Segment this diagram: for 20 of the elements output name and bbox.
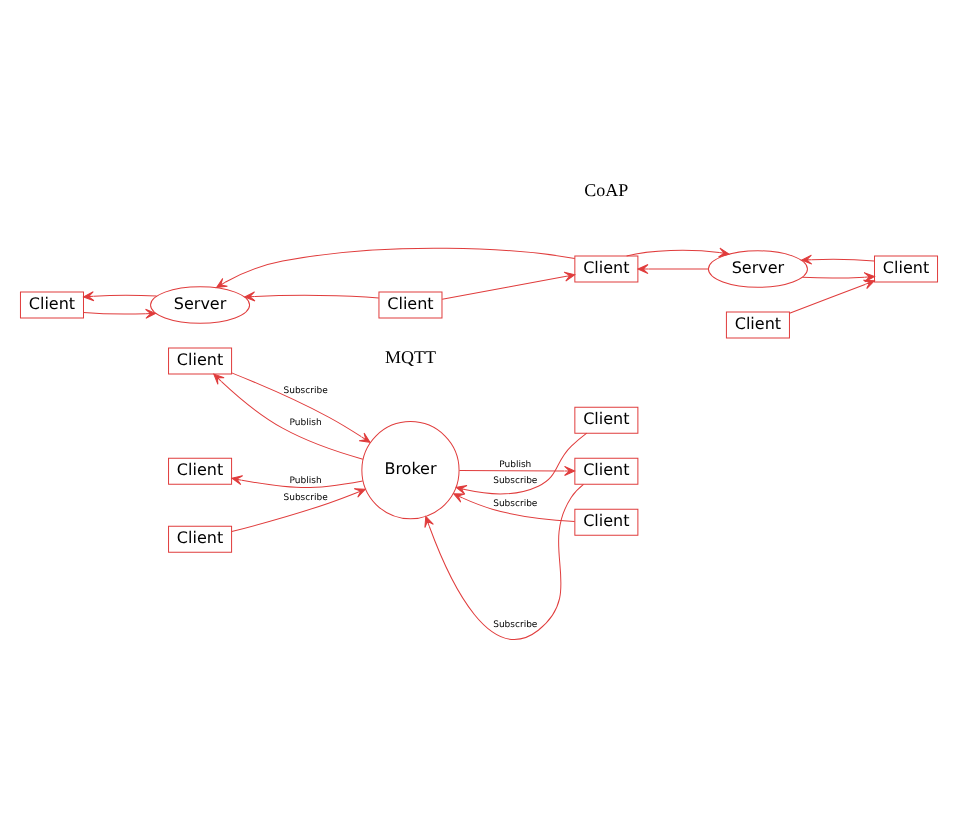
arrow bbox=[231, 371, 371, 442]
arrow bbox=[231, 487, 366, 532]
arrow bbox=[789, 278, 875, 313]
arrow bbox=[244, 290, 380, 301]
arrow bbox=[637, 263, 709, 274]
label: CoAP bbox=[584, 179, 629, 200]
arrow bbox=[213, 372, 364, 459]
arrow bbox=[83, 307, 157, 318]
arrow bbox=[455, 431, 588, 494]
arrow bbox=[83, 290, 158, 301]
arrow bbox=[801, 253, 875, 264]
arrow bbox=[453, 492, 576, 521]
arrow bbox=[231, 474, 364, 488]
arrow bbox=[216, 246, 576, 288]
arrow bbox=[626, 246, 730, 257]
arrow bbox=[424, 482, 584, 639]
arrow bbox=[801, 271, 875, 282]
arrow bbox=[458, 464, 576, 475]
arrow bbox=[441, 270, 576, 299]
label: MQTT bbox=[384, 345, 436, 366]
